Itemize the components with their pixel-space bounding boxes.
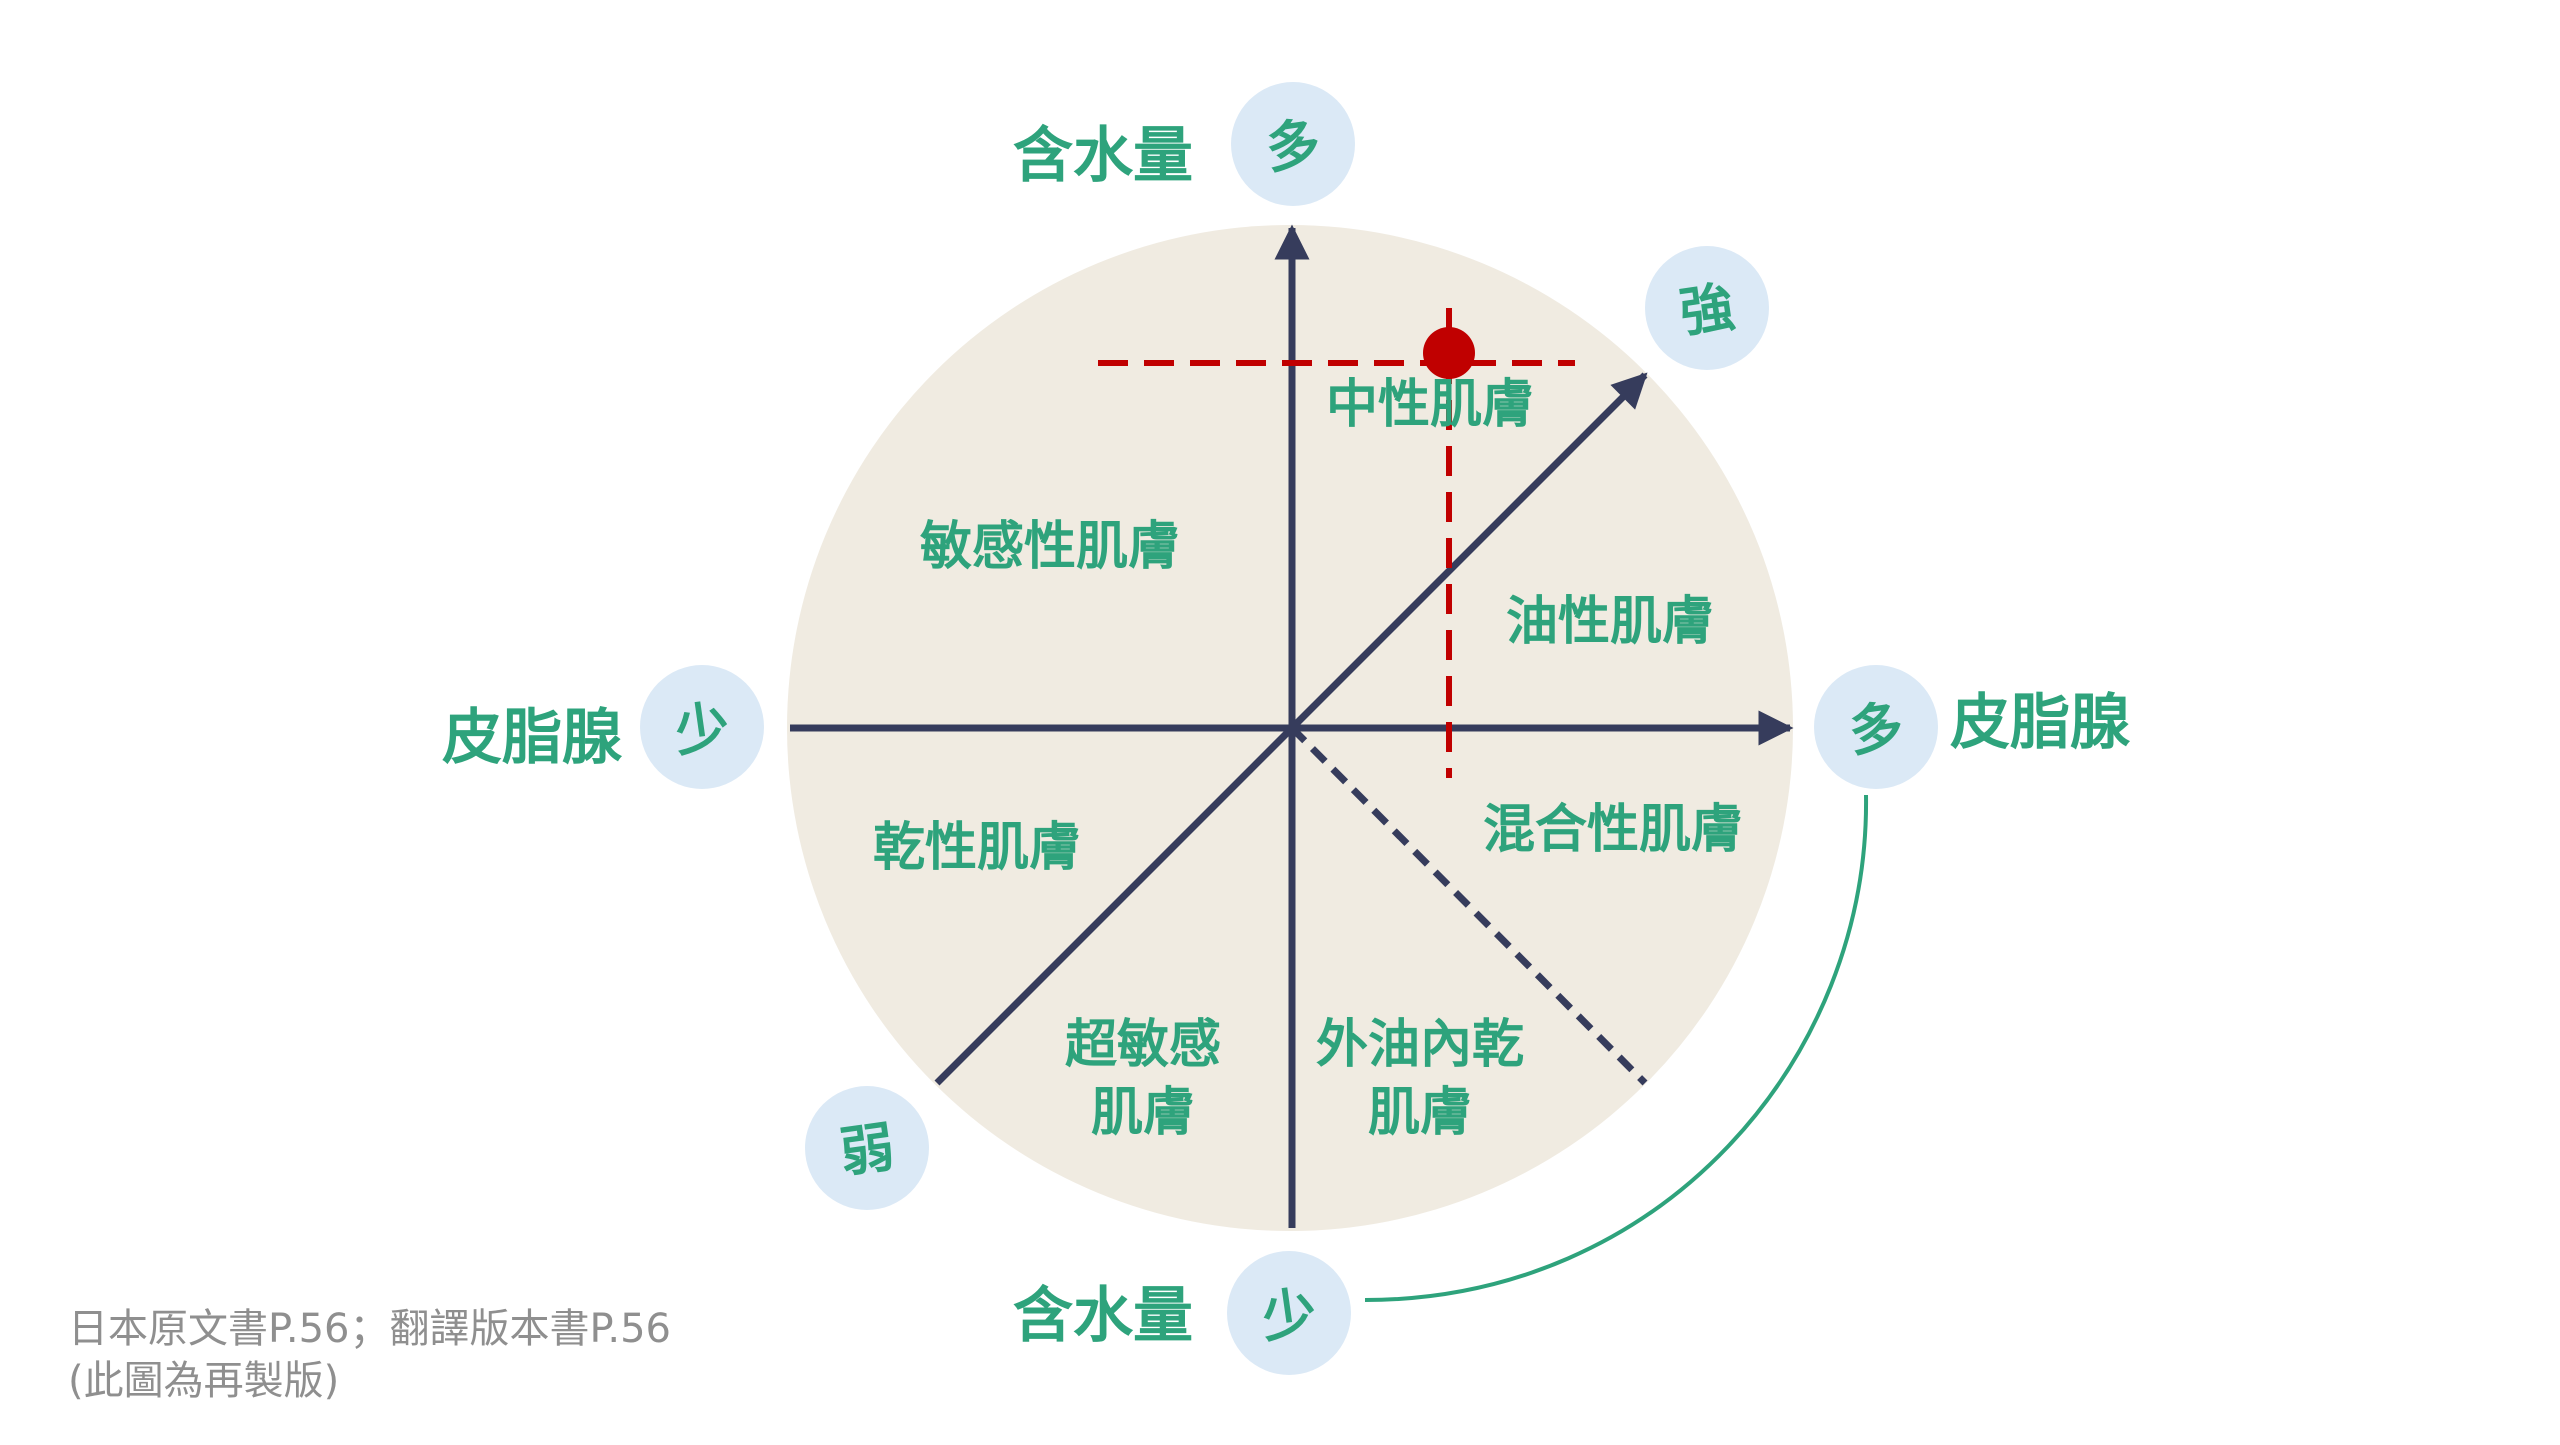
badge-sebum-high xyxy=(1814,665,1938,789)
region-combination-label: 混合性肌膚 xyxy=(1483,800,1743,860)
region-super-sensitive-line1: 超敏感 xyxy=(1065,1015,1221,1075)
water-axis-label-top: 含水量 xyxy=(1013,121,1193,191)
curved-connector xyxy=(1364,794,1869,1302)
source-line-1: 日本原文書P.56；翻譯版本書P.56 xyxy=(68,1306,672,1352)
sebum-low-text: 少 xyxy=(671,694,733,764)
badge-sebum-low xyxy=(640,665,764,789)
badge-strong xyxy=(1645,246,1769,370)
source-note: 日本原文書P.56；翻譯版本書P.56 (此圖為再製版) xyxy=(68,1303,671,1407)
water-low-text: 少 xyxy=(1258,1280,1320,1350)
region-super-sensitive-line2: 肌膚 xyxy=(1091,1083,1195,1143)
combination-divider-dashed xyxy=(1289,725,1648,1086)
badge-water-low xyxy=(1227,1251,1351,1375)
region-oily-outside-line1: 外油內乾 xyxy=(1316,1015,1524,1075)
source-line-2: (此圖為再製版) xyxy=(68,1358,340,1404)
region-oily-outside-line2: 肌膚 xyxy=(1368,1083,1472,1143)
badge-weak xyxy=(805,1086,929,1210)
region-sensitive-label: 敏感性肌膚 xyxy=(920,517,1180,577)
marker-dot xyxy=(1423,327,1475,379)
sebum-axis-label-left: 皮脂腺 xyxy=(442,703,623,773)
sebum-high-text: 多 xyxy=(1845,694,1907,764)
weak-text: 弱 xyxy=(836,1115,898,1185)
region-oily-label: 油性肌膚 xyxy=(1506,592,1714,652)
badge-water-high xyxy=(1231,82,1355,206)
region-normal-label: 中性肌膚 xyxy=(1326,375,1534,435)
region-dry-label: 乾性肌膚 xyxy=(873,818,1081,878)
water-high-text: 多 xyxy=(1262,111,1324,181)
strong-text: 強 xyxy=(1676,275,1738,345)
water-axis-label-bottom: 含水量 xyxy=(1013,1281,1193,1351)
sebum-axis-label-right: 皮脂腺 xyxy=(1950,688,2131,758)
